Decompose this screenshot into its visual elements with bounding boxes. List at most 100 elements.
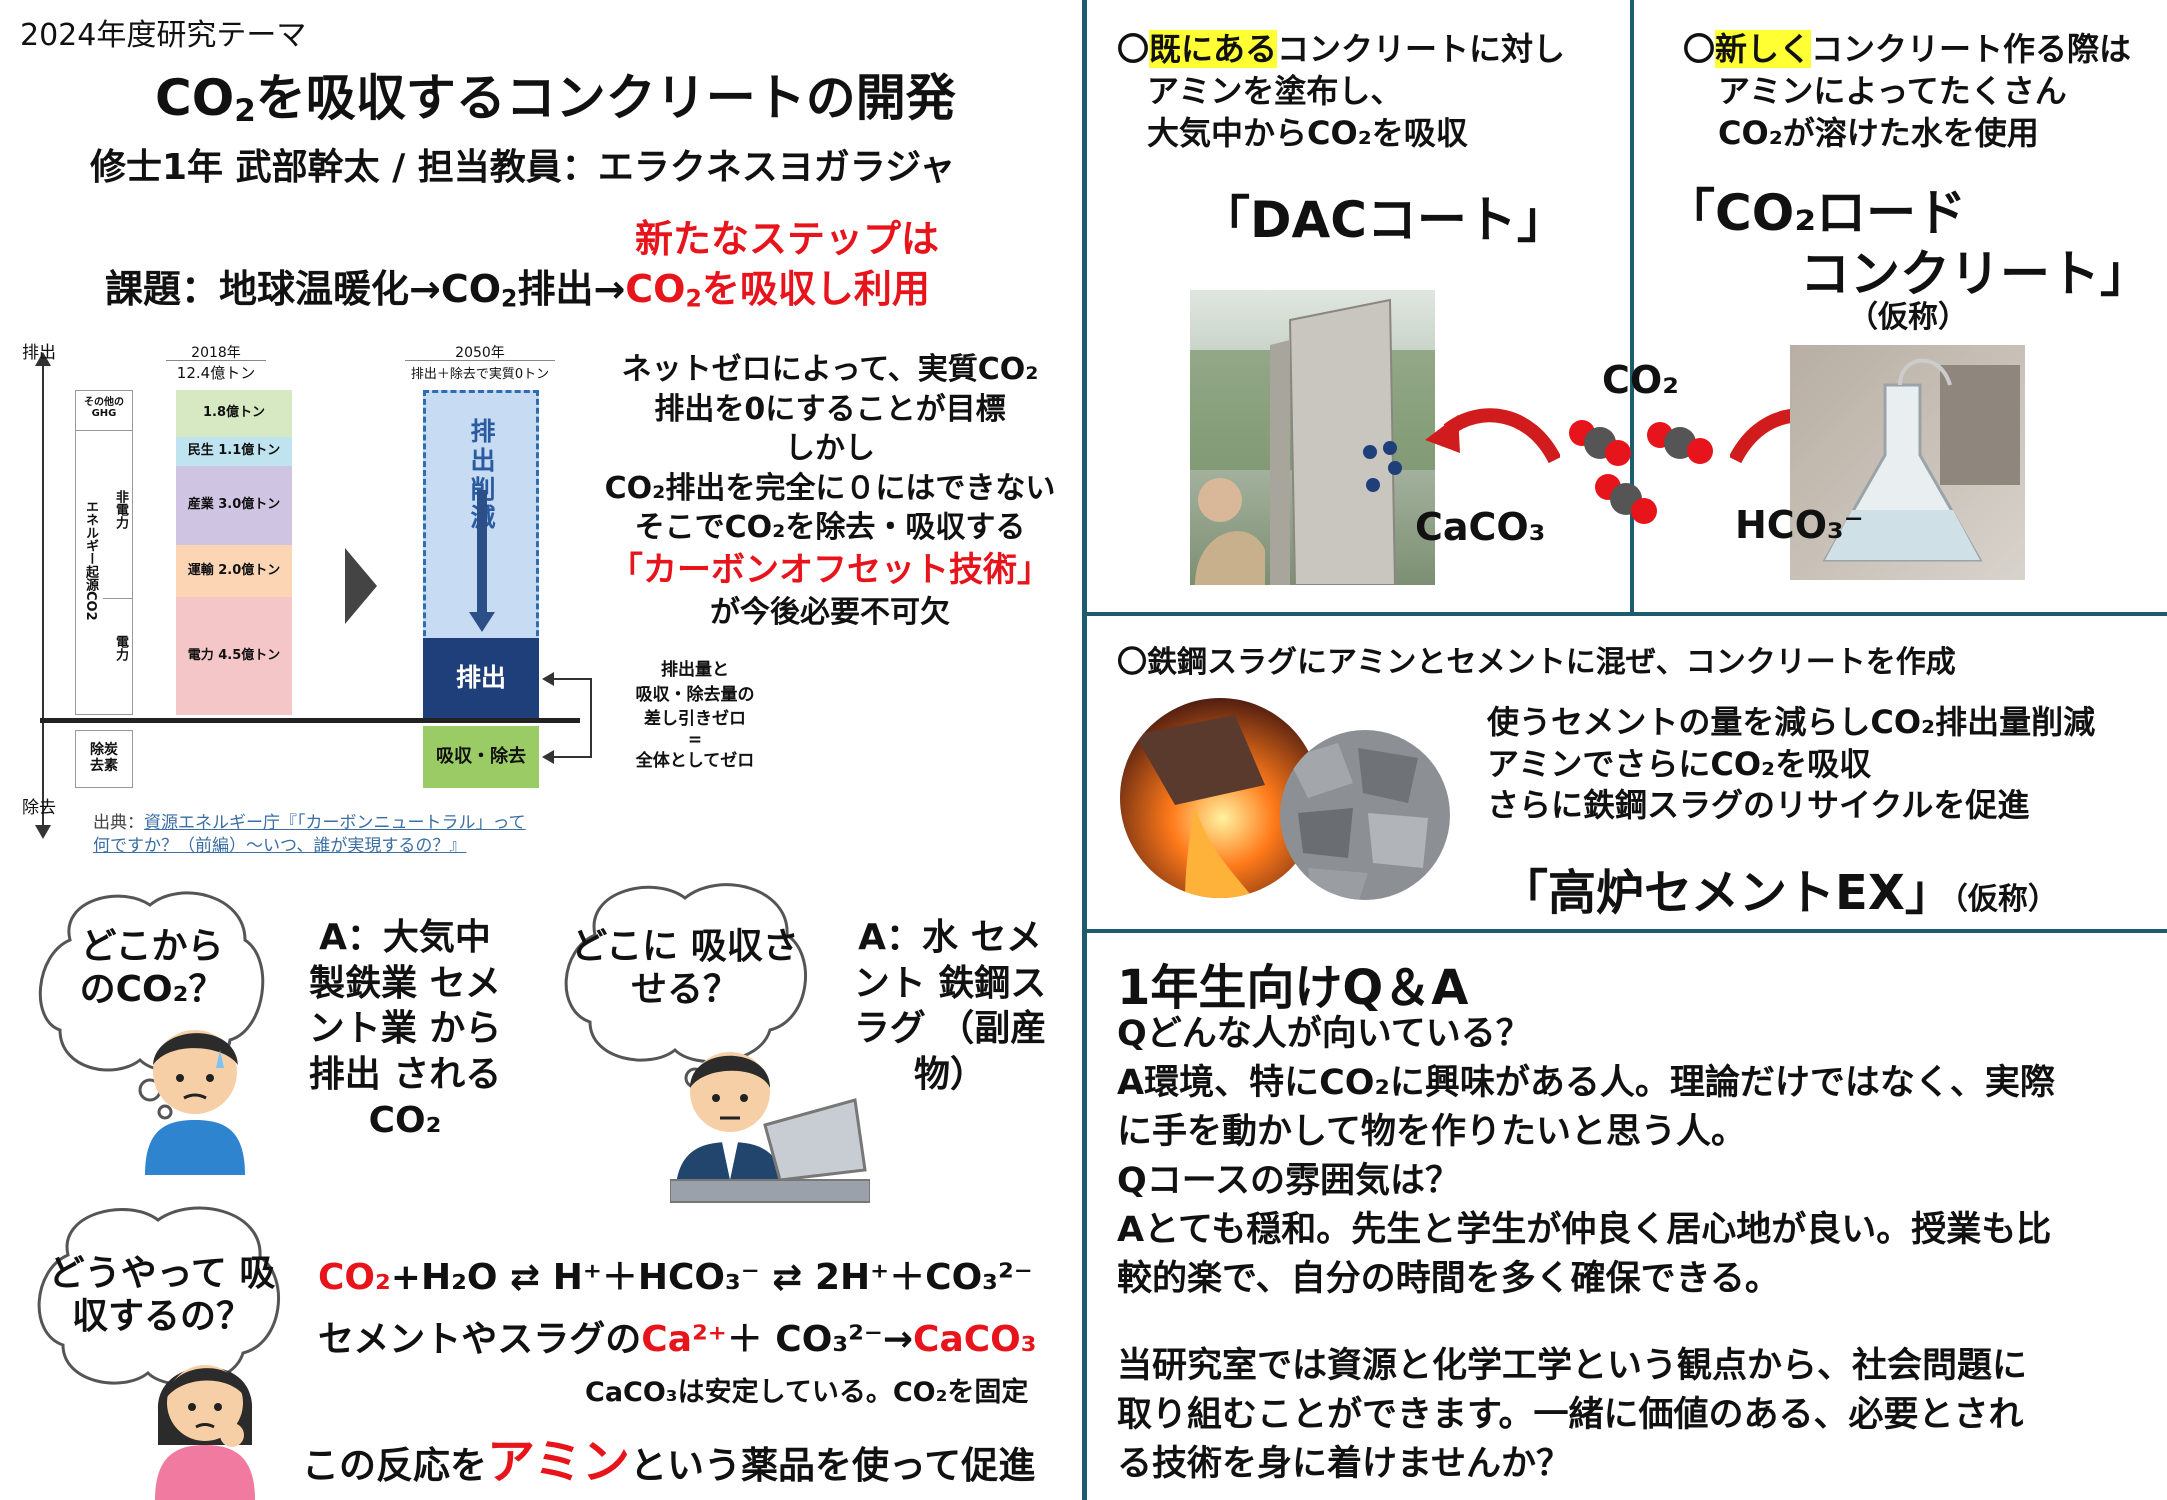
faq-body: Qどんな人が向いている？ A環境、特にCO₂に興味がある人。理論だけではなく、実… bbox=[1117, 1010, 2157, 1489]
nz-line4: CO₂排出を完全に０にはできない bbox=[604, 470, 1056, 506]
stack-segment-label: 電力 4.5億トン bbox=[187, 647, 281, 663]
bubble-q2: どこに 吸収させる？ bbox=[571, 926, 799, 1011]
col2018-total: 12.4億トン bbox=[176, 364, 256, 382]
net-zero-explanation: ネットゼロによって、実質CO₂ 排出を0にすることが目標 しかし CO₂排出を完… bbox=[580, 350, 1080, 632]
laptop-man-icon bbox=[670, 1052, 870, 1203]
road-circle: 〇 bbox=[1683, 30, 1716, 68]
issue-label: 課題：地球温暖化→CO bbox=[105, 267, 502, 311]
title-sub: 2 bbox=[234, 93, 256, 130]
col2050-underline bbox=[405, 360, 555, 361]
dac-highlight: 既にある bbox=[1149, 30, 1278, 68]
net-zero-note-3: 差し引きゼロ bbox=[644, 709, 746, 730]
dac-circle: 〇 bbox=[1117, 30, 1150, 68]
answer-1: A：大気中 製鉄業 セメント業 から排出 されるCO₂ bbox=[308, 917, 502, 1141]
energy-co2-label: エネルギー起源CO2 bbox=[83, 500, 98, 621]
other-ghg-label: その他の GHG bbox=[84, 397, 124, 419]
col2018-year: 2018年 bbox=[191, 345, 241, 361]
transition-arrow bbox=[345, 548, 377, 624]
flask-photo bbox=[1790, 345, 2025, 580]
reaction-eq2: セメントやスラグのCa²⁺＋ CO₃²⁻→CaCO₃ bbox=[318, 1310, 1037, 1362]
road-line1-rest: コンクリート作る際は bbox=[1811, 30, 2132, 68]
faq-closing-3: る技術を身に着けませんか？ bbox=[1117, 1444, 1571, 1484]
promote-pre: この反応を bbox=[302, 1444, 487, 1487]
emission-axis-label: 排出 bbox=[22, 343, 56, 363]
bracket-top bbox=[552, 678, 592, 680]
road-description: 〇新しくコンクリート作る際は アミンによってたくさん CO₂が溶けた水を使用 bbox=[1683, 28, 2131, 155]
col2050-total: 排出＋除去で実質0トン bbox=[410, 367, 550, 382]
issue-sub: 2 bbox=[501, 284, 518, 313]
net-zero-note: 排出量と 吸収・除去量の 差し引きゼロ = 全体としてゼロ bbox=[615, 658, 775, 774]
dac-line1-rest: コンクリートに対し bbox=[1277, 30, 1566, 68]
co2-molecules-icon bbox=[1569, 420, 1713, 524]
road-line3: CO₂が溶けた水を使用 bbox=[1718, 114, 2039, 153]
carbon-neutral-diagram: 排出 除去 その他の GHG エネルギー起源CO2 非電力 電力 除炭去素 20… bbox=[20, 330, 600, 860]
faq-q2: Qコースの雰囲気は？ bbox=[1117, 1161, 1461, 1201]
eq1-rest: +H₂O ⇄ H⁺＋HCO₃⁻ ⇄ 2H⁺＋CO₃²⁻ bbox=[390, 1257, 1033, 1298]
page-title: CO2を吸収するコンクリートの開発 bbox=[155, 58, 956, 130]
eq2-pre: セメントやスラグの bbox=[318, 1319, 642, 1360]
faq-a2-2: 較的楽で、自分の時間を多く確保できる。 bbox=[1117, 1259, 1780, 1299]
bubble-q1: どこから のCO₂？ bbox=[79, 926, 225, 1011]
citation-link-2[interactable]: 何ですか？（前編）～いつ、誰が実現するの？』 bbox=[93, 835, 467, 856]
axis-arrow-up bbox=[35, 352, 51, 366]
stack-2018: 1.8億トン民生 1.1億トン産業 3.0億トン運輸 2.0億トン電力 4.5億… bbox=[176, 390, 292, 715]
authors: 修士1年 武部幹太 / 担当教員：エラクネスヨガラジャ bbox=[90, 147, 956, 188]
road-highlight: 新しく bbox=[1715, 30, 1812, 68]
faq-title: 1年生向けQ＆A bbox=[1117, 960, 1469, 1016]
slag-product-name: 「高炉セメントEX」 bbox=[1500, 865, 1953, 921]
slag-header: 〇鉄鋼スラグにアミンとセメントに混ぜ、コンクリートを作成 bbox=[1117, 645, 1956, 680]
nz-line1: ネットゼロによって、実質CO₂ bbox=[621, 352, 1039, 387]
citation-link-1[interactable]: 資源エネルギー庁『「カーボンニュートラル」って bbox=[144, 813, 526, 833]
top-right-vertical-divider bbox=[1630, 0, 1634, 612]
vertical-axis bbox=[42, 360, 44, 830]
power-label: 電力 bbox=[113, 635, 128, 661]
molecule-label: CO₂ bbox=[1602, 358, 1679, 402]
right-divider-2 bbox=[1085, 929, 2167, 933]
stack-segment-label: 運輸 2.0億トン bbox=[187, 562, 281, 578]
worried-boy-icon bbox=[145, 1030, 245, 1175]
issue-line: 課題：地球温暖化→CO2排出→CO2を吸収し利用 bbox=[105, 258, 930, 313]
vertical-divider bbox=[1082, 0, 1087, 1500]
reaction-eq1: CO₂+H₂O ⇄ H⁺＋HCO₃⁻ ⇄ 2H⁺＋CO₃²⁻ bbox=[318, 1248, 1033, 1300]
eq2-ca: Ca²⁺ bbox=[641, 1319, 727, 1360]
non-power-label: 非電力 bbox=[113, 490, 128, 529]
issue-red-post: を吸収し利用 bbox=[701, 267, 930, 311]
slag-tentative: （仮称） bbox=[1952, 882, 2058, 917]
new-step: 新たなステップは bbox=[635, 217, 940, 261]
carbon-removal-box bbox=[75, 730, 133, 788]
dac-line3: 大気中からCO₂を吸収 bbox=[1147, 114, 1468, 153]
stack-segment: 電力 4.5億トン bbox=[176, 597, 292, 715]
dac-description: 〇既にあるコンクリートに対し アミンを塗布し、 大気中からCO₂を吸収 bbox=[1117, 28, 1565, 155]
dac-line2: アミンを塗布し、 bbox=[1147, 72, 1403, 111]
net-zero-note-5: 全体としてゼロ bbox=[635, 750, 755, 771]
removal-axis-label: 除去 bbox=[22, 798, 56, 818]
slag-product: 「高炉セメントEX」（仮称） bbox=[1500, 853, 2058, 923]
road-product-1: 「CO₂ロード bbox=[1665, 184, 1967, 242]
eq2-mid: ＋ CO₃²⁻→ bbox=[726, 1319, 914, 1360]
thinking-woman-icon bbox=[155, 1365, 255, 1500]
issue-mid: 排出→ bbox=[517, 267, 626, 311]
road-product-2: コンクリート」 bbox=[1800, 245, 2150, 303]
faq-a1-1: A環境、特にCO₂に興味がある人。理論だけではなく、実際 bbox=[1117, 1063, 2055, 1103]
road-photo-label: HCO₃⁻ bbox=[1735, 503, 1864, 547]
bracket-side bbox=[590, 678, 592, 758]
stack-segment: 1.8億トン bbox=[176, 390, 292, 437]
bracket-arrow-top bbox=[542, 672, 554, 686]
absorb-box: 吸収・除去 bbox=[423, 726, 539, 788]
title-pre: CO bbox=[155, 69, 235, 127]
stack-segment-label: 産業 3.0億トン bbox=[187, 497, 281, 513]
axis-arrow-down bbox=[35, 825, 51, 839]
col2018-underline bbox=[166, 360, 266, 361]
promote-post: という薬品を使って促進 bbox=[630, 1444, 1036, 1487]
category-label-box bbox=[75, 390, 133, 715]
stack-segment-label: 1.8億トン bbox=[202, 405, 266, 421]
bubble-q3: どうやって 吸収するの？ bbox=[48, 1253, 276, 1338]
reduction-arrow-head bbox=[469, 612, 495, 632]
bracket-arrow-bottom bbox=[542, 750, 554, 764]
emit-box: 排出 bbox=[423, 638, 539, 718]
road-tentative: （仮称） bbox=[1848, 300, 1968, 335]
promote-red: アミン bbox=[487, 1434, 631, 1490]
slag-rocks-photo bbox=[1280, 730, 1450, 900]
nz-line2: 排出を0にすることが目標 bbox=[654, 391, 1006, 427]
left-red-arrow-icon bbox=[1425, 408, 1560, 464]
